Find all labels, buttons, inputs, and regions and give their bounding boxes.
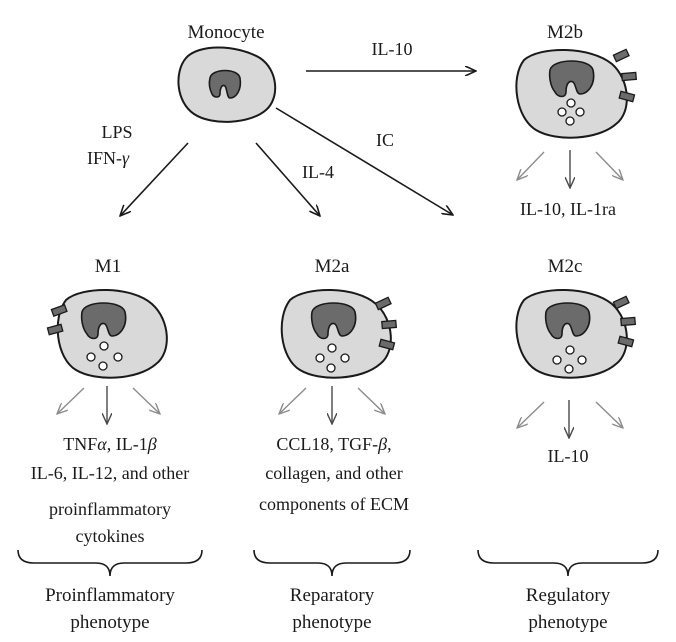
- stimulus-ifn: IFN-γ: [87, 148, 130, 168]
- stimulus-il4: IL-4: [302, 162, 334, 182]
- arrow-monocyte-to-m1: [120, 142, 189, 216]
- m2b-receptor-1: [612, 48, 630, 63]
- monocyte-cell-icon: [177, 46, 277, 123]
- phenotype-regulatory-line1: Regulatory: [526, 585, 611, 606]
- m2c-secretion-arrow-right: [595, 401, 623, 428]
- stimulus-lps: LPS: [101, 122, 132, 142]
- m1-secretion-line1: TNFα, IL-1β: [63, 434, 156, 454]
- m2c-receptor-2: [620, 316, 637, 327]
- m2a-receptor-2: [381, 319, 398, 330]
- phenotype-reparatory-line2: phenotype: [292, 612, 371, 633]
- m2a-receptor-3: [378, 338, 396, 351]
- m1-cell-icon: [46, 289, 168, 379]
- m2a-secretion-arrow-right: [357, 387, 385, 414]
- m2b-secretion-arrow-right: [595, 151, 623, 180]
- m2c-secretion-arrow-left: [517, 401, 545, 428]
- m2b-secretion-arrow-left: [517, 151, 545, 180]
- m1-secretion-arrow-left: [57, 387, 85, 414]
- m2c-receptor-1: [612, 295, 630, 310]
- brace-proinflammatory: [17, 549, 203, 577]
- m1-label: M1: [95, 256, 121, 277]
- m2a-label: M2a: [315, 256, 350, 277]
- phenotype-reparatory-line1: Reparatory: [290, 585, 375, 606]
- m2c-node: M2c: [515, 256, 637, 379]
- stimulus-il10: IL-10: [372, 39, 413, 59]
- m2c-secretion-text: IL-10: [548, 446, 589, 466]
- m2c-label: M2c: [548, 256, 583, 277]
- monocyte-label: Monocyte: [187, 22, 264, 43]
- m2b-node: M2b: [515, 22, 638, 139]
- m2a-secretion-line1: CCL18, TGF-β,: [276, 434, 391, 454]
- m2a-cell-icon: [280, 289, 398, 379]
- m1-secretion-arrow-right: [132, 387, 160, 414]
- m1-secretion-line4: cytokines: [76, 526, 145, 546]
- m1-receptor-2: [46, 323, 64, 336]
- phenotype-proinflammatory-line2: phenotype: [70, 612, 149, 633]
- arrow-monocyte-to-m2a: [255, 142, 320, 216]
- m2a-node: M2a: [280, 256, 398, 379]
- monocyte-node: Monocyte: [177, 22, 277, 123]
- brace-regulatory: [477, 549, 659, 577]
- m2a-secretion-arrow-left: [279, 387, 307, 414]
- m2c-receptor-3: [617, 335, 635, 348]
- m2b-receptor-3: [618, 90, 636, 103]
- m1-receptor-1: [50, 303, 68, 317]
- m1-secretion-line3: proinflammatory: [49, 499, 171, 519]
- m2c-cell-icon: [515, 289, 637, 379]
- m2b-cell-icon: [515, 48, 638, 139]
- m2a-receptor-1: [374, 296, 392, 311]
- brace-reparatory: [253, 549, 411, 577]
- m1-secretion-line2: IL-6, IL-12, and other: [31, 463, 189, 483]
- stimulus-ic: IC: [376, 130, 394, 150]
- m1-node: M1: [46, 256, 168, 379]
- m2a-secretion-line2: collagen, and other: [265, 463, 402, 483]
- m2b-receptor-2: [621, 71, 638, 82]
- m2b-secretion-text: IL-10, IL-1ra: [520, 199, 616, 219]
- m2a-secretion-line3: components of ECM: [259, 494, 409, 514]
- phenotype-proinflammatory-line1: Proinflammatory: [45, 585, 175, 606]
- m2b-label: M2b: [547, 22, 583, 43]
- arrow-monocyte-to-m2c: [275, 107, 453, 215]
- phenotype-regulatory-line2: phenotype: [528, 612, 607, 633]
